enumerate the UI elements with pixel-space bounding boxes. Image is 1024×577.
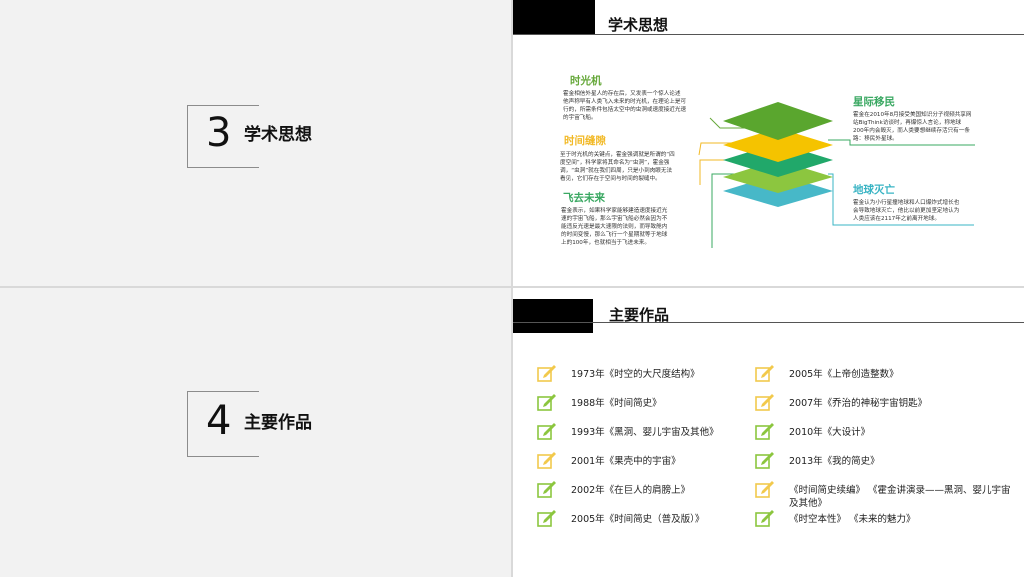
work-item: 2005年《时间简史（普及版）》: [537, 510, 747, 527]
header-rule: [513, 322, 1024, 323]
topic-text: 霍金相信外星人的存在后，又发表一个惊人论述 他声称早有人类飞入未来的时光机，在理…: [563, 91, 687, 121]
section-number: 4: [206, 398, 232, 444]
topic-text: 霍金在2010年8月接受美国知识分子视频共享网 站BigThink访谈时，再爆惊…: [853, 112, 972, 142]
section-frame: [187, 391, 259, 457]
topic-heading: 时间缝隙: [564, 135, 606, 147]
topic-heading: 星际移民: [853, 96, 895, 108]
work-item: 2010年《大设计》: [755, 423, 1017, 440]
header-bar: [513, 299, 593, 333]
work-item: 2005年《上帝创造整数》: [755, 365, 1017, 382]
work-item: 2007年《乔治的神秘宇宙钥匙》: [755, 394, 1017, 411]
topic-text: 霍金表示，如果科学家能够建造速度接近光 速的宇宙飞船，那么宇宙飞船必然会因为不 …: [561, 208, 668, 246]
work-item: 1973年《时空的大尺度结构》: [537, 365, 747, 382]
header-rule: [513, 34, 1024, 35]
thought-slide[interactable]: 学术思想 时光机 霍金相信外星人的存在后，又发表一个惊人论述 他声称早有人类飞入…: [513, 0, 1024, 286]
pencil-note-icon: [537, 452, 556, 469]
topic-text: 霍金认为小行星撞地球和人口爆炸式增长也 会导致地球灭亡，他比以前更加坚定地认为 …: [853, 200, 960, 222]
pencil-note-icon: [755, 394, 774, 411]
pencil-note-icon: [537, 510, 556, 527]
topic-text: 至于时光机的关键点，霍金强调就是所谓的“四 度空间”，科学家将其命名为“虫洞”，…: [560, 152, 675, 182]
work-item: 《时间简史续编》 《霍金讲演录——黑洞、婴儿宇宙及其他》: [755, 481, 1017, 510]
header-bar: [513, 0, 595, 34]
pencil-note-icon: [537, 423, 556, 440]
pencil-note-icon: [755, 510, 774, 527]
section-slide-3[interactable]: 3 学术思想: [0, 0, 511, 286]
pencil-note-icon: [755, 481, 774, 498]
work-item: 2001年《果壳中的宇宙》: [537, 452, 747, 469]
slide-title: 主要作品: [609, 306, 670, 324]
section-title: 主要作品: [244, 413, 312, 433]
layer-diagram: [698, 102, 975, 248]
work-item: 2013年《我的简史》: [755, 452, 1017, 469]
work-item: 2002年《在巨人的肩膀上》: [537, 481, 747, 498]
work-item: 1988年《时间简史》: [537, 394, 747, 411]
topic-heading: 飞去未来: [563, 192, 605, 204]
slide-title: 学术思想: [608, 16, 669, 34]
pencil-note-icon: [755, 452, 774, 469]
topic-heading: 地球灭亡: [853, 184, 895, 196]
pencil-note-icon: [755, 423, 774, 440]
pencil-note-icon: [537, 394, 556, 411]
pencil-note-icon: [755, 365, 774, 382]
section-title: 学术思想: [244, 125, 312, 145]
work-item: 《时空本性》 《未来的魅力》: [755, 510, 1017, 527]
work-item: 1993年《黑洞、婴儿宇宙及其他》: [537, 423, 747, 440]
topic-heading: 时光机: [570, 75, 602, 87]
section-number: 3: [206, 110, 232, 156]
section-slide-4[interactable]: 4 主要作品: [0, 288, 511, 577]
pencil-note-icon: [537, 365, 556, 382]
pencil-note-icon: [537, 481, 556, 498]
section-frame: [187, 105, 259, 168]
works-slide[interactable]: 主要作品 1973年《时空的大尺度结构》 1988年《时间简史》 1993年《黑…: [513, 288, 1024, 577]
